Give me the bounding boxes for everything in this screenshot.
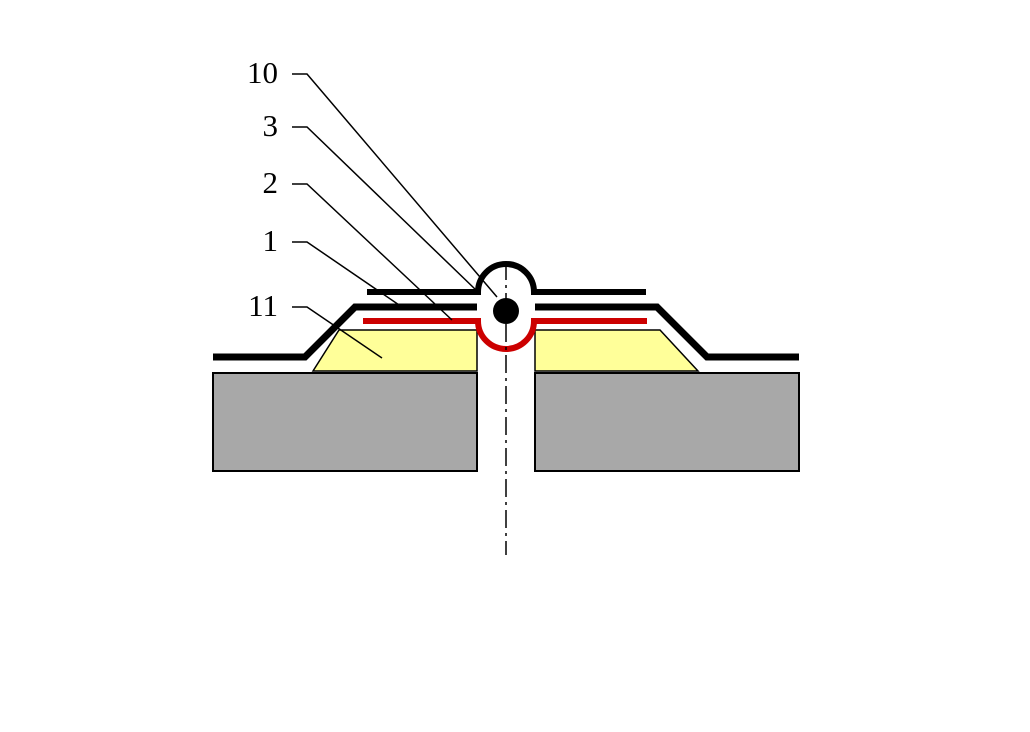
insert-left <box>311 329 478 372</box>
base-block-left <box>212 372 478 472</box>
label-10: 10 <box>247 55 278 90</box>
insert-right <box>534 329 700 372</box>
label-2: 2 <box>263 165 279 200</box>
leader-1 <box>292 241 403 308</box>
layer-1-right <box>535 303 799 361</box>
label-11: 11 <box>248 288 278 323</box>
base-block-right <box>534 372 800 472</box>
leader-10 <box>292 73 498 298</box>
layer-1 <box>213 303 477 361</box>
leader-3 <box>292 126 477 291</box>
label-1: 1 <box>263 223 279 258</box>
leader-11 <box>292 306 383 359</box>
leader-2 <box>292 183 453 321</box>
label-3: 3 <box>263 108 279 143</box>
